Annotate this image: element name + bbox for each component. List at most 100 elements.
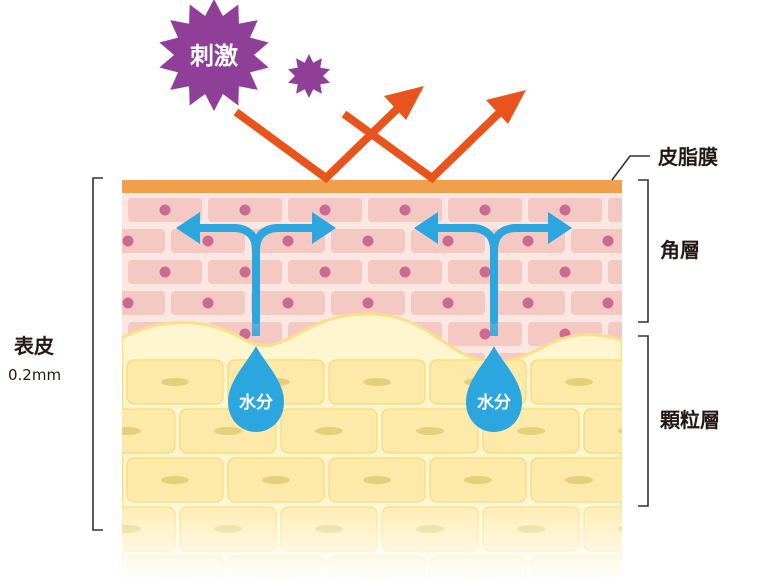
granular-nucleus (666, 378, 694, 386)
moisture-label-left: 水分 (239, 392, 273, 413)
cell-nucleus (362, 235, 374, 247)
cell-nucleus (122, 297, 134, 309)
corneum-cell (11, 229, 85, 253)
sebum-film (122, 180, 622, 193)
epidermis-label: 表皮 (14, 334, 54, 358)
water-drop-right (466, 346, 522, 432)
epidermis-bracket (92, 177, 103, 531)
cell-nucleus (442, 235, 454, 247)
granular-nucleus (60, 476, 88, 484)
cell-nucleus (239, 204, 251, 216)
cell-nucleus (602, 235, 614, 247)
stimulus-star-icon (159, 0, 269, 111)
granular-cell (122, 462, 123, 498)
cell-nucleus (80, 329, 91, 340)
cell-nucleus (122, 235, 134, 247)
arrowhead-left-right (312, 212, 336, 244)
corneum-cell (122, 291, 165, 315)
corneum-cell (11, 291, 85, 315)
granular-nucleus (12, 525, 40, 533)
stratum-corneum-label: 角層 (660, 238, 700, 262)
granular-cell (122, 560, 123, 582)
moisture-split-arrow-left (186, 224, 324, 324)
corneum-cell (122, 229, 165, 253)
moisture-split-arrow-right (424, 224, 560, 324)
corneum-cell (571, 291, 622, 315)
stimulus-burst-large: 刺激 (159, 0, 269, 111)
granular-layer (0, 312, 728, 582)
deflect-arrow-2 (341, 109, 503, 184)
arrowhead-left-left (176, 212, 200, 244)
deflected-stimulus-arrows (233, 86, 526, 184)
cell-nucleus (282, 235, 294, 247)
cell-nucleus (559, 266, 571, 278)
moisture-label-right: 水分 (477, 392, 511, 413)
sebum-leader-line (611, 155, 650, 181)
granular-nucleus (464, 476, 492, 484)
cell-nucleus (479, 328, 491, 340)
moisture-group-left: 水分 (176, 212, 336, 432)
bottom-fade (122, 492, 622, 582)
granular-nucleus (161, 476, 189, 484)
cell-nucleus (159, 204, 171, 216)
granular-nucleus (517, 427, 545, 435)
cell-nucleus (479, 266, 491, 278)
corneum-cell (48, 322, 122, 346)
cell-nucleus (43, 236, 54, 247)
granular-nucleus (666, 476, 694, 484)
arrowhead-right-left (414, 212, 438, 244)
cell-nucleus (559, 204, 571, 216)
granular-nucleus (60, 378, 88, 386)
granular-nucleus (618, 428, 622, 434)
cell-nucleus (239, 266, 251, 278)
epidermis-thickness-label: 0.2mm (8, 366, 61, 384)
cell-nucleus (640, 329, 651, 340)
corneum-bracket (638, 179, 649, 323)
stimulus-label: 刺激 (190, 42, 238, 70)
granular-cell (0, 507, 74, 551)
cell-nucleus (43, 298, 54, 309)
cell-nucleus (640, 205, 651, 216)
water-drop-left (228, 346, 284, 432)
granular-nucleus (666, 574, 694, 582)
sebum-label: 皮脂膜 (658, 145, 718, 169)
granular-cell (122, 408, 176, 454)
corneum-cell (48, 260, 122, 284)
granular-nucleus (161, 378, 189, 386)
granular-nucleus (262, 476, 290, 484)
cell-nucleus (319, 266, 331, 278)
granular-nucleus (60, 574, 88, 582)
cell-nucleus (399, 266, 411, 278)
cell-nucleus (80, 267, 91, 278)
granular-nucleus (363, 378, 391, 386)
cell-nucleus (202, 235, 214, 247)
stimulus-star-small-icon (288, 54, 330, 98)
cell-nucleus (362, 297, 374, 309)
cell-nucleus (399, 204, 411, 216)
granular-nucleus (565, 378, 593, 386)
deflect-arrowhead-1-icon (384, 86, 424, 120)
granular-nucleus (363, 476, 391, 484)
granular-nucleus (122, 427, 141, 435)
cell-nucleus (80, 205, 91, 216)
granular-cell (632, 458, 728, 502)
granular-layer-label: 顆粒層 (660, 408, 720, 432)
cell-nucleus (602, 297, 614, 309)
cell-nucleus (442, 297, 454, 309)
cell-nucleus (319, 204, 331, 216)
granular-nucleus (416, 427, 444, 435)
granular-nucleus (214, 427, 242, 435)
granular-nucleus (12, 427, 40, 435)
corneum-cell (48, 198, 122, 222)
corneum-cell (571, 229, 622, 253)
granular-cell (632, 556, 728, 582)
cell-nucleus (159, 266, 171, 278)
deflect-arrow-1 (233, 105, 401, 184)
corneum-cell (608, 260, 622, 284)
granular-nucleus (618, 526, 622, 532)
cell-nucleus (282, 297, 294, 309)
moisture-group-right: 水分 (414, 212, 572, 432)
deflect-arrowhead-2-icon (486, 90, 526, 124)
